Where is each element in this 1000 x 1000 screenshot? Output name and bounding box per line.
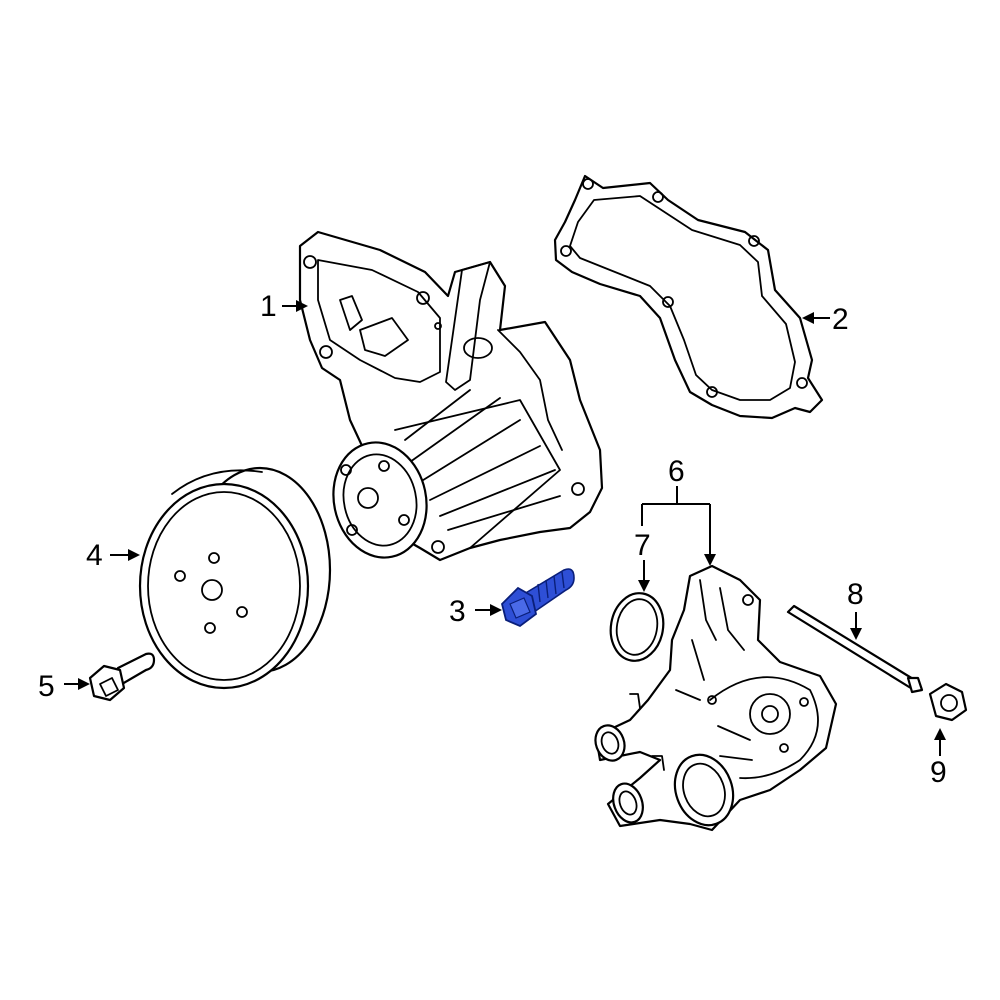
callout-2: 2 xyxy=(832,303,849,336)
callout-8: 8 xyxy=(847,578,864,611)
bolt-part[interactable] xyxy=(88,652,156,702)
rod-part[interactable] xyxy=(786,604,924,694)
o-ring-part[interactable] xyxy=(605,589,668,665)
callout-6: 6 xyxy=(668,455,685,488)
callout-4: 4 xyxy=(86,539,103,572)
pulley-part[interactable] xyxy=(138,466,332,690)
gasket-part[interactable] xyxy=(553,174,824,420)
callout-7: 7 xyxy=(634,529,651,562)
bolt-part-highlighted[interactable] xyxy=(501,568,575,628)
thermostat-housing-part[interactable] xyxy=(591,564,838,833)
callout-5: 5 xyxy=(38,670,55,703)
water-pump-part[interactable] xyxy=(298,230,604,566)
nut-part[interactable] xyxy=(928,682,968,722)
callout-1: 1 xyxy=(260,290,277,323)
callout-9: 9 xyxy=(930,756,947,789)
callout-3: 3 xyxy=(449,595,466,628)
leader-lines xyxy=(64,300,946,756)
